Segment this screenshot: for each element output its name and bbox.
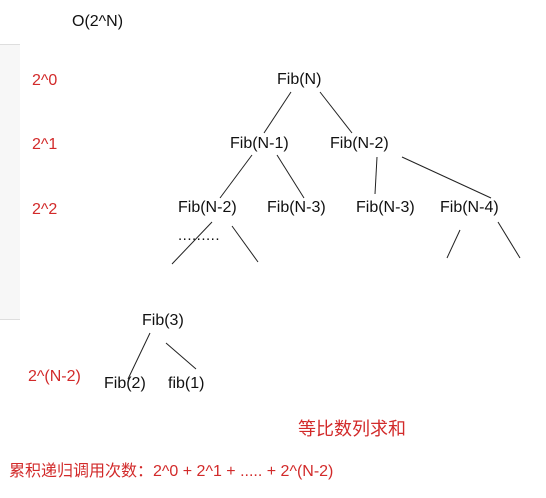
edge-fib3-right [165, 342, 197, 370]
edge-fib-n4-down-right [497, 221, 521, 259]
complexity-title: O(2^N) [72, 13, 124, 30]
node-fib-2: Fib(2) [104, 375, 146, 392]
edge-n1-right [276, 154, 305, 199]
edge-root-n1 [263, 91, 292, 134]
left-side-panel [0, 44, 20, 320]
ellipsis: ......... [178, 227, 221, 244]
node-fib-n-2-left: Fib(N-2) [178, 199, 237, 216]
edge-n2-left [374, 156, 378, 195]
geometric-series-note: 等比数列求和 [298, 419, 406, 439]
node-fib-n-4: Fib(N-4) [440, 199, 499, 216]
edge-fib-n2-down-right [231, 225, 259, 263]
recursive-call-count-summary: 累积递归调用次数：2^0 + 2^1 + ..... + 2^(N-2) [9, 463, 334, 480]
edge-fib3-left [127, 332, 151, 380]
edge-fib-n4-down-left [446, 229, 461, 259]
node-fib-n-1: Fib(N-1) [230, 135, 289, 152]
edge-fib-n2-down-left [171, 221, 213, 265]
level-label-n-2: 2^(N-2) [28, 368, 81, 385]
level-label-0: 2^0 [32, 72, 58, 89]
level-label-2: 2^2 [32, 201, 58, 218]
node-fib-n-3-left: Fib(N-3) [267, 199, 326, 216]
edge-root-n2 [319, 91, 353, 134]
node-fib-1: fib(1) [168, 375, 205, 392]
node-fib-n-2: Fib(N-2) [330, 135, 389, 152]
edge-n1-left [219, 154, 253, 199]
level-label-1: 2^1 [32, 136, 58, 153]
node-fib-n: Fib(N) [277, 71, 322, 88]
node-fib-3: Fib(3) [142, 312, 184, 329]
node-fib-n-3-right: Fib(N-3) [356, 199, 415, 216]
edge-n2-right [401, 156, 492, 199]
